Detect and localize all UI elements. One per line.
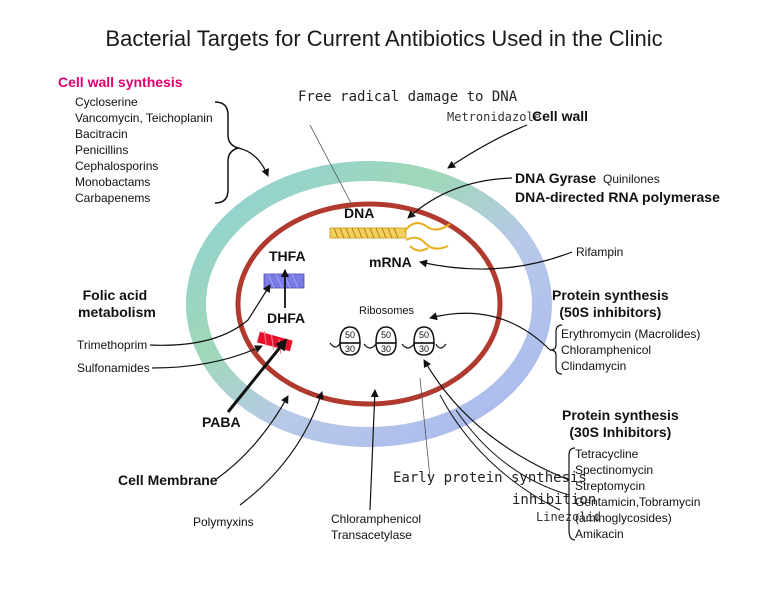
polymyxins-arrow bbox=[239, 391, 324, 506]
protein-30s-heading-line2: (30S Inhibitors) bbox=[569, 424, 672, 440]
cell-membrane-label: Cell Membrane bbox=[118, 472, 218, 488]
folic-acid-heading: Folic acid metabolism bbox=[74, 287, 156, 321]
paba-arrow bbox=[226, 338, 288, 413]
ribosome-1-bottom: 30 bbox=[344, 344, 355, 354]
line-30s-2 bbox=[455, 409, 570, 496]
thfa-label: THFA bbox=[269, 248, 306, 264]
cell-wall-ring bbox=[186, 161, 552, 447]
ribosomes-label: Ribosomes bbox=[359, 305, 415, 317]
folic-acid-line1: Folic acid bbox=[82, 287, 148, 303]
early-protein-line2: inhibition bbox=[512, 492, 597, 508]
free-radical-label: Free radical damage to DNA bbox=[298, 89, 518, 105]
sulfonamides-line bbox=[151, 345, 263, 369]
drug-amikacin: Amikacin bbox=[575, 527, 624, 541]
arrow-30s bbox=[423, 359, 570, 481]
drug-cycloserine: Cycloserine bbox=[75, 95, 138, 109]
transacetylase-line2: Transacetylase bbox=[331, 528, 412, 542]
protein-50s-heading-line2: (50S inhibitors) bbox=[559, 304, 662, 320]
cell-wall-synthesis-heading: Cell wall synthesis bbox=[58, 74, 183, 90]
drug-monobactams: Monobactams bbox=[75, 175, 151, 189]
drug-carbapenems: Carbapenems bbox=[75, 191, 151, 205]
ribosome-1-top: 50 bbox=[344, 330, 355, 340]
protein-50s-heading: Protein synthesis (50S inhibitors) bbox=[552, 287, 669, 321]
ribosome-2-top: 50 bbox=[380, 330, 391, 340]
free-radical-line bbox=[309, 124, 353, 206]
early-protein-line bbox=[419, 377, 431, 479]
rifampin-label: Rifampin bbox=[576, 245, 624, 259]
cell-wall-label: Cell wall bbox=[532, 108, 589, 124]
metronidazole-label: Metronidazole bbox=[447, 110, 541, 124]
ribosome-1 bbox=[339, 326, 361, 356]
drug-aminoglycosides: (aminoglycosides) bbox=[575, 511, 672, 525]
cell-membrane-arrow bbox=[214, 395, 289, 481]
transacetylase-arrow bbox=[369, 389, 379, 511]
mrna-label: mRNA bbox=[369, 254, 412, 270]
ribosome-3-top: 50 bbox=[418, 330, 429, 340]
ribosome-2 bbox=[375, 326, 397, 356]
dna-label: DNA bbox=[344, 205, 375, 221]
quinolones-label: Quinilones bbox=[603, 172, 660, 186]
arrow-50s bbox=[429, 312, 551, 351]
drug-spectinomycin: Spectinomycin bbox=[575, 463, 654, 477]
ribosome-3-bottom: 30 bbox=[418, 344, 429, 354]
polymyxins-label: Polymyxins bbox=[193, 515, 254, 529]
protein-50s-heading-line1: Protein synthesis bbox=[552, 287, 669, 303]
early-protein-line1: Early protein synthesis bbox=[393, 470, 587, 486]
drug-chloramphenicol: Chloramphenicol bbox=[561, 343, 652, 357]
drug-bacitracin: Bacitracin bbox=[75, 127, 128, 141]
drug-gentamicin: Gentamicin,Tobramycin bbox=[575, 495, 701, 509]
protein-30s-heading: Protein synthesis (30S Inhibitors) bbox=[562, 407, 679, 441]
drug-vancomycin: Vancomycin, Teichoplanin bbox=[75, 111, 213, 125]
cell-wall-synthesis-arrow bbox=[237, 147, 269, 177]
dna-gyrase-arrow bbox=[407, 177, 513, 219]
trimethoprim-line bbox=[149, 284, 271, 346]
protein-50s-list: Erythromycin (Macrolides) Chloramphenico… bbox=[561, 326, 700, 374]
drug-cephalosporins: Cephalosporins bbox=[75, 159, 159, 173]
ribosome-2-bottom: 30 bbox=[380, 344, 391, 354]
drug-erythromycin: Erythromycin (Macrolides) bbox=[561, 327, 701, 341]
sulfonamides-label: Sulfonamides bbox=[77, 361, 150, 375]
mrna-strands bbox=[403, 222, 451, 252]
folic-acid-line2: metabolism bbox=[78, 304, 156, 320]
dhfa-label: DHFA bbox=[267, 310, 306, 326]
chloramphenicol-transacetylase: Chloramphenicol Transacetylase bbox=[331, 511, 421, 543]
protein-30s-list: Tetracycline Spectinomycin Streptomycin … bbox=[575, 446, 700, 542]
drug-tetracycline: Tetracycline bbox=[575, 447, 639, 461]
cell-membrane-ring bbox=[235, 201, 503, 407]
dna-gyrase-label: DNA Gyrase bbox=[515, 170, 597, 186]
linezolid-line bbox=[439, 394, 561, 511]
transacetylase-line1: Chloramphenicol bbox=[331, 512, 422, 526]
cell-wall-arrow bbox=[447, 124, 528, 169]
ribosome-3 bbox=[413, 326, 435, 356]
dna-helix bbox=[329, 227, 407, 239]
paba-label: PABA bbox=[202, 414, 241, 430]
page-title: Bacterial Targets for Current Antibiotic… bbox=[105, 26, 663, 51]
bracket-30s bbox=[568, 447, 576, 541]
dna-directed-label: DNA-directed RNA polymerase bbox=[515, 189, 720, 205]
drug-streptomycin: Streptomycin bbox=[575, 479, 646, 493]
protein-30s-heading-line1: Protein synthesis bbox=[562, 407, 679, 423]
cell-wall-synthesis-list: Cycloserine Vancomycin, Teichoplanin Bac… bbox=[75, 94, 213, 206]
drug-clindamycin: Clindamycin bbox=[561, 359, 627, 373]
linezolid-label: Linezolid bbox=[536, 510, 602, 524]
drug-penicillins: Penicillins bbox=[75, 143, 129, 157]
rifampin-arrow bbox=[419, 251, 573, 270]
trimethoprim-label: Trimethoprim bbox=[77, 338, 148, 352]
